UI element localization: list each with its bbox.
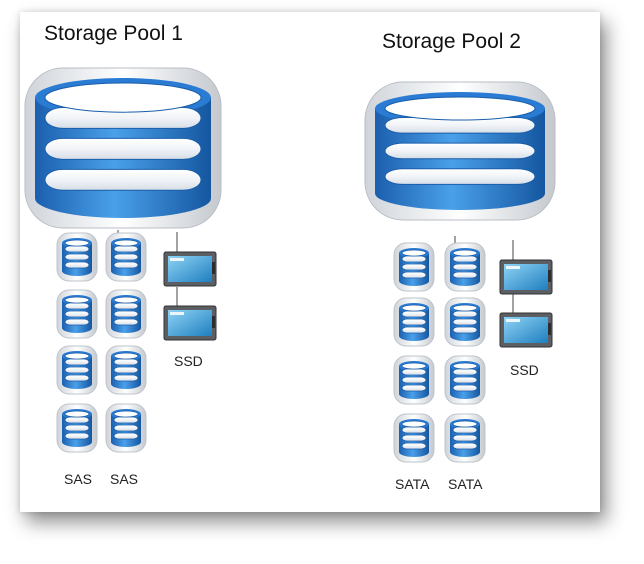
pool-1-ssd-group	[163, 251, 217, 341]
pool-2-sata-disk-1	[393, 242, 435, 292]
pool-2-disk-label-2: SATA	[448, 476, 483, 492]
pool-2-sata-disk-7	[444, 355, 486, 405]
pool-2-disk-column-2	[444, 242, 486, 463]
pool-1-disk-label-1: SAS	[64, 471, 93, 487]
pool-1-title: Storage Pool 1	[44, 22, 183, 45]
pool-2-sata-disk-4	[393, 413, 435, 463]
pool-2-ssd-group	[499, 259, 553, 348]
pool-2-sata-disk-2	[393, 297, 435, 347]
pool-1-ssd-2	[163, 305, 217, 341]
pool-1-sas-disk-2	[56, 289, 98, 339]
pool-2-sata-disk-5	[444, 242, 486, 292]
pool-2-sata-disk-6	[444, 297, 486, 347]
pool-1-sas-disk-6	[105, 289, 147, 339]
pool-2-ssd-2	[499, 312, 553, 348]
pool-2-ssd-1	[499, 259, 553, 295]
pool-1-disk-column-1	[56, 232, 98, 453]
pool-1-disk-column-2	[105, 232, 147, 453]
pool-1-sas-disk-5	[105, 232, 147, 282]
storage-pool-2	[364, 81, 556, 463]
pool-1-sas-disk-3	[56, 345, 98, 395]
storage-pool-1	[24, 67, 222, 453]
pool-1-sas-disk-7	[105, 345, 147, 395]
pool-2-title: Storage Pool 2	[382, 30, 521, 53]
pool-1-sas-disk-1	[56, 232, 98, 282]
pool-1-sas-disk-8	[105, 403, 147, 453]
pool-1-ssd-1	[163, 251, 217, 287]
pool-2-ssd-label: SSD	[510, 362, 539, 378]
pool-1-disk-label-2: SAS	[110, 471, 139, 487]
pool-2-database-icon	[364, 81, 556, 221]
pool-2-sata-disk-3	[393, 355, 435, 405]
pool-2-sata-disk-8	[444, 413, 486, 463]
pool-2-disk-label-1: SATA	[395, 476, 430, 492]
pool-2-disk-column-1	[393, 242, 435, 463]
pool-1-ssd-label: SSD	[174, 353, 203, 369]
pool-1-database-icon	[24, 67, 222, 229]
pool-1-sas-disk-4	[56, 403, 98, 453]
